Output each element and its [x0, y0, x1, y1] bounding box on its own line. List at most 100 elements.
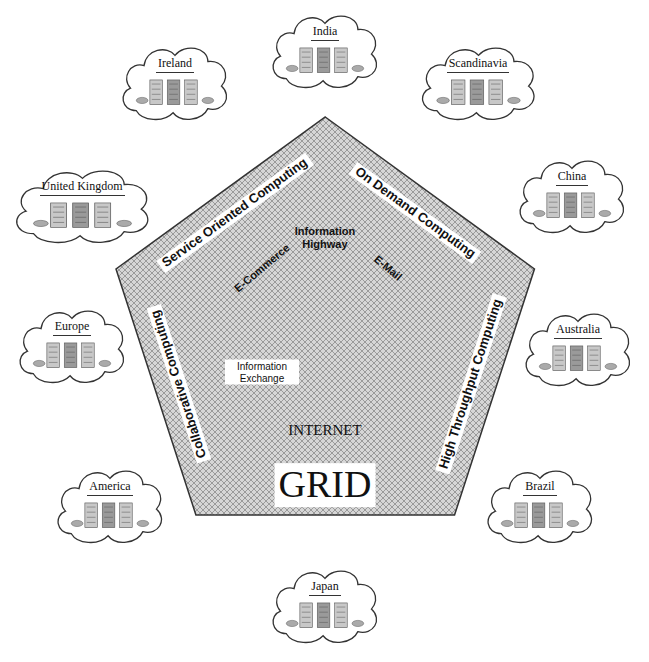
server-slot — [491, 94, 500, 95]
cloud-shape — [58, 471, 161, 542]
disk-icon — [71, 520, 83, 526]
server-slot — [75, 207, 86, 208]
server-slot — [169, 99, 178, 100]
region-cloud: America — [52, 464, 168, 546]
internet-label: Information Highway — [285, 225, 365, 250]
server-slot — [97, 212, 108, 213]
server-slot — [75, 217, 86, 218]
server-slot — [122, 507, 131, 508]
cloud-shape — [16, 171, 147, 242]
disk-icon — [33, 360, 45, 366]
cloud-shape — [526, 314, 629, 385]
server-slot — [87, 517, 96, 518]
server-icon — [488, 80, 502, 105]
server-slot — [584, 197, 593, 198]
server-slot — [49, 352, 58, 353]
server-slot — [187, 89, 196, 90]
server-slot — [75, 222, 86, 223]
server-slot — [319, 62, 328, 63]
server-icon — [335, 48, 348, 73]
server-slot — [534, 507, 543, 508]
band-outline — [116, 117, 534, 515]
server-icon — [82, 343, 95, 368]
server-icon — [102, 503, 115, 528]
server-slot — [53, 207, 64, 208]
server-slot — [555, 355, 564, 356]
server-slot — [49, 357, 58, 358]
disk-icon — [539, 363, 551, 369]
server-slot — [590, 350, 599, 351]
server-icon — [72, 203, 88, 228]
server-icon — [185, 80, 198, 105]
server-slot — [152, 99, 161, 100]
server-slot — [53, 212, 64, 213]
region-name: Ireland — [156, 57, 194, 73]
server-slot — [97, 217, 108, 218]
server-slot — [97, 207, 108, 208]
server-slot — [104, 512, 113, 513]
server-slot — [104, 517, 113, 518]
cloud-outline — [267, 564, 383, 646]
server-slot — [491, 84, 500, 85]
server-slot — [319, 617, 328, 618]
server-slot — [53, 217, 64, 218]
server-slot — [337, 52, 346, 53]
server-slot — [534, 512, 543, 513]
server-slot — [584, 207, 593, 208]
server-slot — [84, 352, 93, 353]
grid-band: Information HighwayE-CommerceE-MailInfor… — [116, 117, 534, 515]
server-slot — [104, 507, 113, 508]
region-name: Australia — [554, 323, 602, 339]
server-slot — [552, 512, 561, 513]
server-slot — [302, 622, 311, 623]
server-icon — [582, 193, 595, 218]
server-slot — [517, 512, 526, 513]
server-slot — [122, 522, 131, 523]
server-slot — [555, 350, 564, 351]
cloud-shape — [488, 471, 591, 542]
server-slot — [572, 365, 581, 366]
region-cloud: Japan — [267, 564, 383, 646]
cloud-outline — [14, 304, 130, 386]
disk-icon — [33, 220, 48, 226]
server-slot — [566, 207, 575, 208]
region-name: Japan — [309, 580, 340, 596]
server-icon — [451, 80, 465, 105]
disk-icon — [567, 520, 579, 526]
band-label: GRID — [275, 463, 376, 507]
region-cloud: Australia — [520, 307, 636, 389]
server-slot — [302, 67, 311, 68]
server-slot — [517, 507, 526, 508]
server-slot — [491, 99, 500, 100]
server-slot — [87, 522, 96, 523]
server-slot — [555, 365, 564, 366]
server-icon — [515, 503, 528, 528]
server-slot — [453, 84, 462, 85]
server-slot — [152, 89, 161, 90]
server-slot — [549, 207, 558, 208]
internet-label: INTERNET — [288, 422, 361, 439]
server-slot — [49, 347, 58, 348]
server-slot — [187, 94, 196, 95]
internet-label: Information Exchange — [225, 360, 299, 385]
server-slot — [169, 94, 178, 95]
region-cloud: India — [267, 9, 383, 91]
server-icon — [570, 346, 583, 371]
region-cloud: Ireland — [117, 41, 233, 123]
server-slot — [66, 352, 75, 353]
server-slot — [302, 52, 311, 53]
server-slot — [590, 355, 599, 356]
server-icon — [588, 346, 601, 371]
server-slot — [572, 360, 581, 361]
disk-icon — [286, 65, 298, 71]
server-slot — [302, 57, 311, 58]
server-slot — [97, 222, 108, 223]
band-shape — [116, 117, 534, 515]
disk-icon — [507, 97, 520, 103]
region-name: China — [556, 170, 589, 186]
server-icon — [550, 503, 563, 528]
server-icon — [300, 48, 313, 73]
server-icon — [47, 343, 60, 368]
server-slot — [104, 522, 113, 523]
server-icon — [50, 203, 66, 228]
